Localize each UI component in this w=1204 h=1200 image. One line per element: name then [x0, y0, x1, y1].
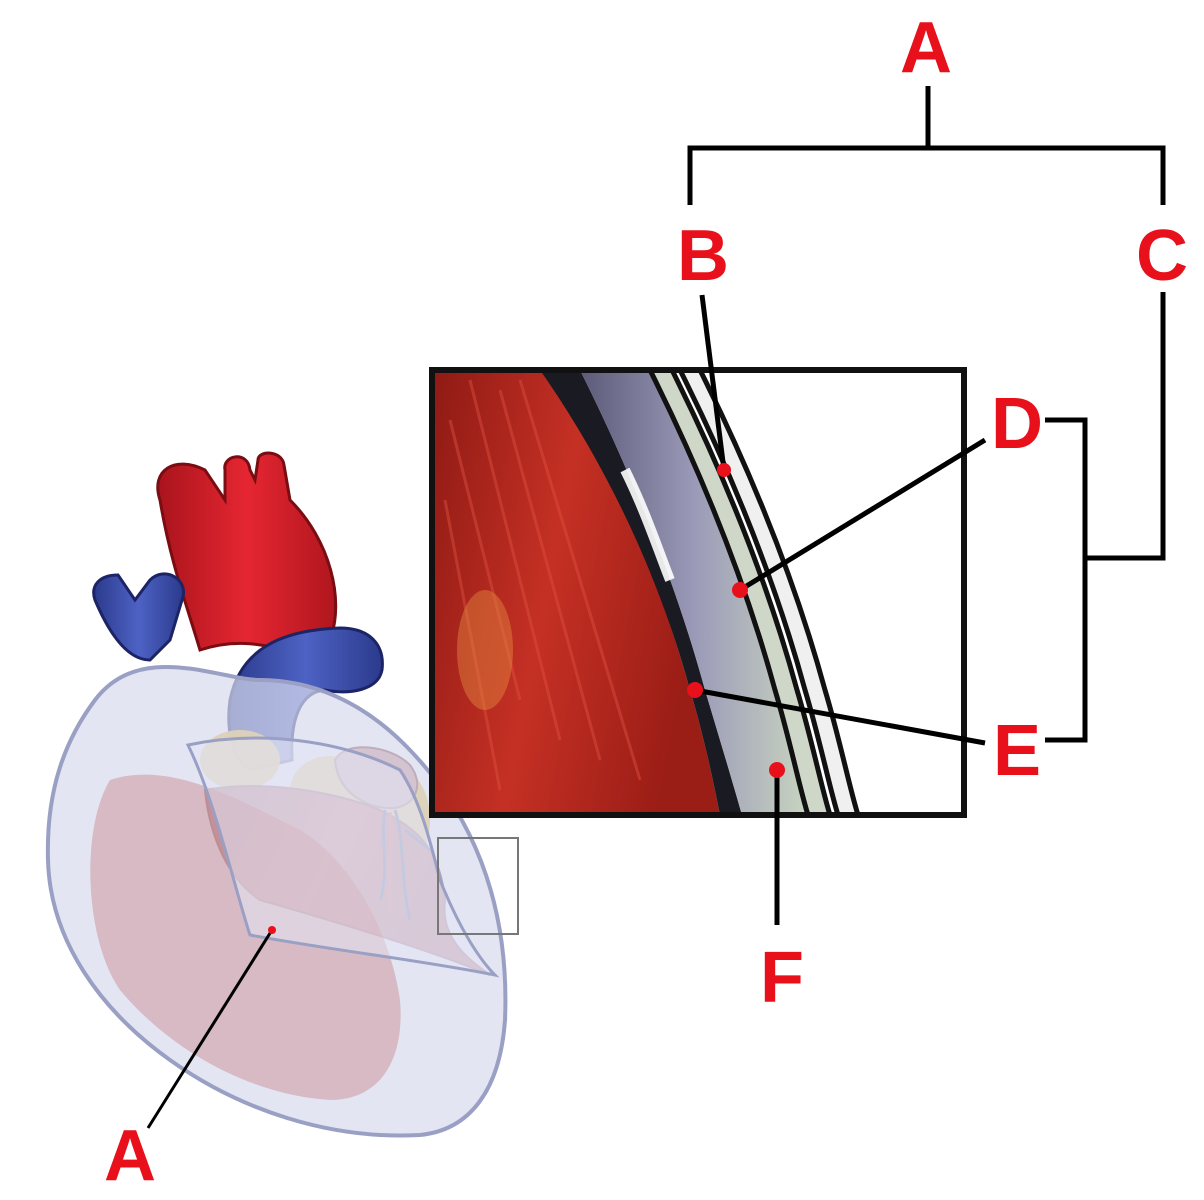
- pericardium-flap: [185, 736, 500, 978]
- leader-D: [738, 437, 987, 593]
- leader-C: [1087, 292, 1166, 561]
- zoom-region-box: [437, 837, 519, 935]
- label-E: E: [993, 711, 1041, 791]
- zoom-frame: [429, 367, 967, 818]
- myocardium-zoom: [432, 370, 720, 815]
- pericardial-cavity: [580, 370, 808, 815]
- label-A-top: A: [900, 8, 952, 88]
- marker-D: [732, 582, 748, 598]
- heart-illustration: [45, 451, 519, 1138]
- marker-E: [687, 682, 703, 698]
- leader-E: [694, 687, 986, 746]
- aorta: [156, 451, 338, 662]
- label-A-bottom: A: [104, 1116, 156, 1196]
- zoomed-wall-section: [432, 370, 964, 815]
- leader-A-bottom: [146, 929, 274, 1129]
- bracket-DE: [1045, 417, 1088, 743]
- leader-lines: [687, 86, 1166, 925]
- fibrous-layer: [677, 370, 861, 815]
- labels: A B C D E F A: [104, 8, 1188, 1196]
- leader-B: [699, 294, 727, 471]
- parietal-layer: [647, 370, 833, 815]
- marker-F: [769, 762, 785, 778]
- muscle-highlight: [457, 590, 513, 710]
- muscle-fiber-lines: [443, 379, 642, 791]
- label-F: F: [760, 938, 804, 1018]
- label-B: B: [677, 216, 729, 296]
- label-D: D: [991, 384, 1043, 464]
- bracket-A: [687, 86, 1166, 205]
- marker-B: [717, 463, 731, 477]
- marker-A-bottom: [268, 926, 276, 934]
- visceral-layer: [540, 370, 742, 815]
- fluid-highlight: [620, 467, 675, 582]
- superior-vena-cava: [92, 572, 185, 662]
- label-C: C: [1136, 216, 1188, 296]
- marker-dots: [268, 463, 785, 934]
